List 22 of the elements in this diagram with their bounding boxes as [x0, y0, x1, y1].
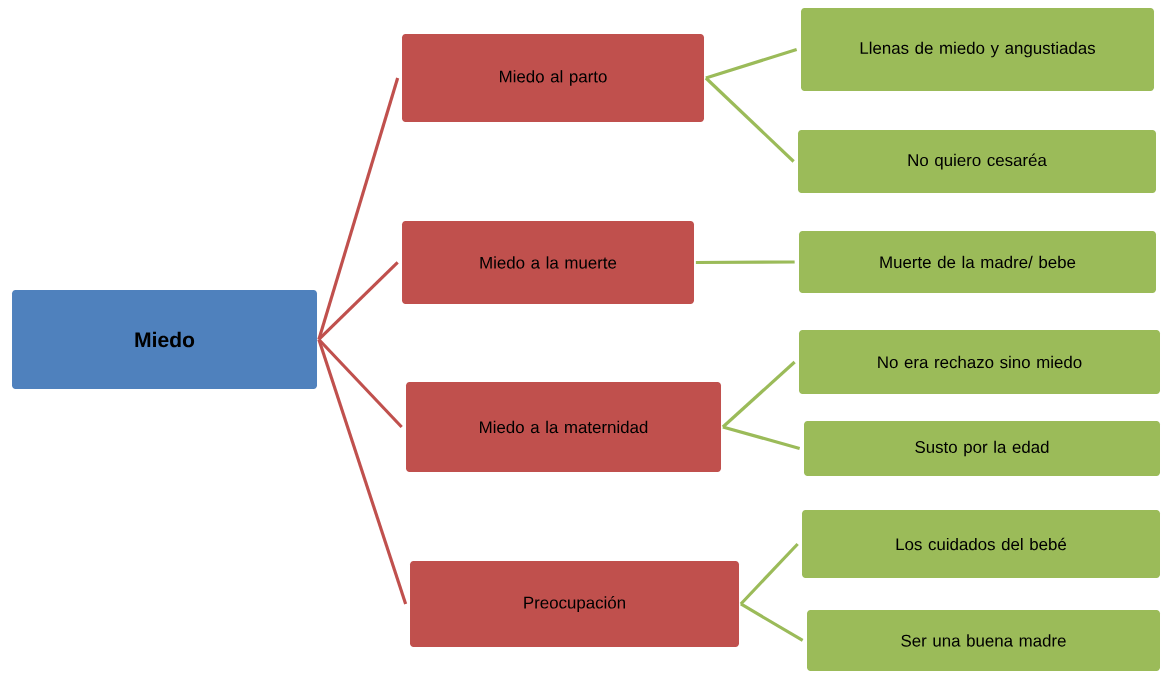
topic-box: Miedo	[12, 290, 317, 389]
connector-line	[695, 260, 795, 265]
connector-line	[704, 76, 795, 163]
subcategory-box: No quiero cesaréa	[798, 130, 1156, 193]
subcategory-box: No era rechazo sino miedo	[799, 330, 1160, 394]
connector-line	[705, 47, 798, 80]
connector-line	[721, 360, 796, 429]
connector-line	[740, 602, 804, 642]
subcategory-box: Llenas de miedo y angustiadas	[801, 8, 1154, 91]
connector-line	[317, 261, 399, 341]
connector-line	[317, 339, 408, 605]
subcategory-box: Susto por la edad	[804, 421, 1160, 476]
category-box: Miedo al parto	[402, 34, 704, 122]
connector-line	[722, 425, 801, 450]
category-box: Miedo a la muerte	[402, 221, 694, 304]
category-box: Preocupación	[410, 561, 739, 647]
category-box: Miedo a la maternidad	[406, 382, 721, 472]
subcategory-box: Los cuidados del bebé	[802, 510, 1160, 578]
subcategory-box: Ser una buena madre	[807, 610, 1160, 671]
subcategory-box: Muerte de la madre/ bebe	[799, 231, 1156, 293]
connector-line	[739, 542, 799, 606]
connector-line	[317, 77, 400, 340]
